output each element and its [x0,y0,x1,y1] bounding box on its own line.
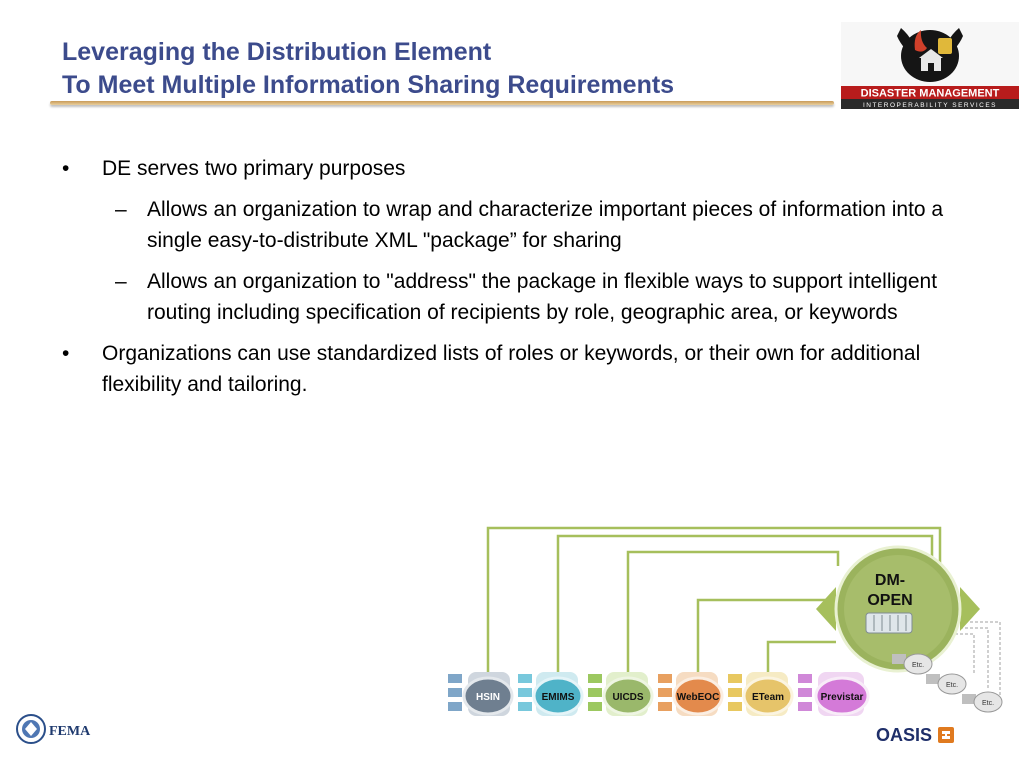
svg-text:Etc.: Etc. [982,700,994,707]
slide-title-line-1: Leveraging the Distribution Element [62,38,492,66]
node-label: EMIMS [542,692,575,703]
etc-node: Etc. [962,691,1003,713]
node-label: HSIN [476,692,500,703]
fema-label: FEMA [49,724,91,739]
sub-bullet-item: – Allows an organization to wrap and cha… [62,194,962,256]
bullet-item: • Organizations can use standardized lis… [62,338,962,400]
etc-node: Etc. [926,673,967,695]
hub-label-line-1: DM- [875,572,905,589]
sub-bullet-marker: – [115,198,127,221]
system-node-uicds: UICDS [588,672,654,716]
title-divider [50,101,834,105]
svg-text:Etc.: Etc. [946,682,958,689]
logo-text-line-2: INTEROPERABILITY SERVICES [863,102,997,109]
connector-lines [486,526,942,672]
system-node-emims: EMIMS [518,672,584,716]
node-label: Previstar [821,692,864,703]
svg-text:Etc.: Etc. [912,662,924,669]
slide-title: Leveraging the Distribution Element To M… [62,36,674,102]
oasis-label: OASIS [876,725,932,745]
sub-bullet-marker: – [115,270,127,293]
logo-text-line-1: DISASTER MANAGEMENT [861,88,1000,100]
node-label: UICDS [612,692,643,703]
server-rack-icon [865,612,913,634]
sub-bullet-item: – Allows an organization to "address" th… [62,266,962,328]
bullet-marker: • [62,342,70,365]
slide-body: • DE serves two primary purposes – Allow… [62,153,962,410]
system-node-eteam: ETeam [728,672,794,716]
sub-bullet-text: Allows an organization to wrap and chara… [147,198,944,252]
system-node-hsin: HSIN [448,672,514,716]
slide-title-line-2: To Meet Multiple Information Sharing Req… [62,71,675,99]
system-node-webeoc: WebEOC [658,672,724,716]
dm-open-network-diagram: DM- OPEN Etc. Etc. Etc. HSIN EMI [448,526,1003,716]
fema-logo: FEMA [16,714,91,744]
bullet-text: DE serves two primary purposes [102,157,406,180]
node-label: ETeam [752,692,784,703]
oasis-logo: OASIS [876,725,954,745]
system-node-previstar: Previstar [798,672,870,716]
bullet-marker: • [62,157,70,180]
bullet-item: • DE serves two primary purposes [62,153,962,184]
hub-label-line-2: OPEN [867,592,912,609]
dm-open-hub: DM- OPEN [816,545,980,673]
bullet-text: Organizations can use standardized lists… [102,342,921,396]
etc-node: Etc. [892,653,933,675]
sub-bullet-text: Allows an organization to "address" the … [147,270,938,324]
node-label: WebEOC [677,692,720,703]
disaster-management-logo: DISASTER MANAGEMENT INTEROPERABILITY SER… [841,22,1019,109]
